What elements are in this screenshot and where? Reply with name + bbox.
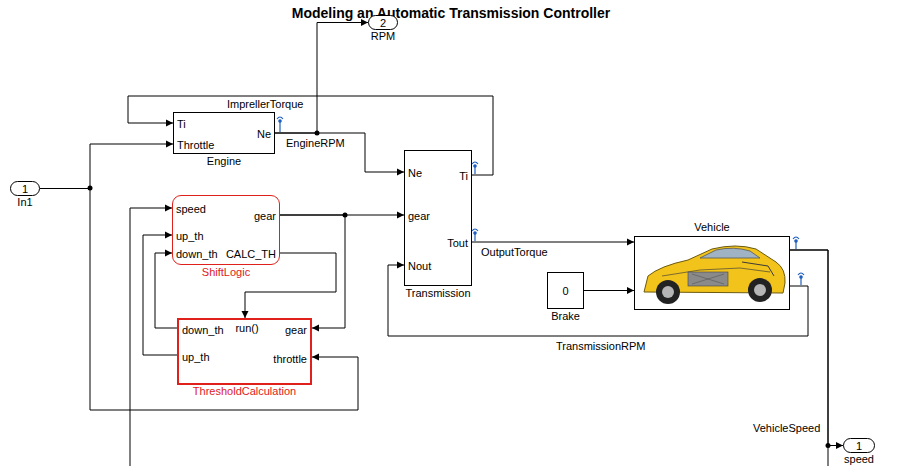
- signal-line: [280, 215, 345, 332]
- signal-label: OutputTorque: [480, 246, 549, 259]
- port-label: down_th: [176, 248, 218, 261]
- diagram-title: Modeling an Automatic Transmission Contr…: [0, 5, 902, 22]
- signal-line: [584, 287, 634, 294]
- port-number: 0: [562, 284, 568, 297]
- arrowhead: [166, 120, 173, 127]
- port-number: 1: [22, 182, 28, 195]
- car-illustration: [636, 238, 788, 308]
- arrowhead: [166, 141, 173, 148]
- arrowhead: [627, 287, 634, 294]
- port-label: Ti: [459, 170, 468, 183]
- arrowhead: [836, 442, 843, 449]
- line-segment: [280, 215, 345, 328]
- block-name: Vehicle: [694, 221, 729, 234]
- arrowhead: [165, 205, 172, 212]
- arrowhead: [312, 325, 319, 332]
- inport-block: 1In1: [10, 181, 40, 196]
- vehicle-block: Vehicle: [634, 236, 790, 310]
- stateflow-chart: speedgearup_thdown_thCALC_THShiftLogic: [172, 195, 280, 265]
- subsystem-block: TiNeThrottleEngine: [173, 112, 275, 154]
- signal-label: ImprellerTorque: [226, 98, 304, 111]
- block-name: ThresholdCalculation: [193, 385, 296, 398]
- block-name: In1: [17, 196, 32, 209]
- port-label: down_th: [182, 324, 224, 337]
- block-name: Brake: [551, 310, 580, 323]
- signal-line: [275, 133, 404, 176]
- port-label: CALC_TH: [226, 248, 276, 261]
- block-name: ShiftLogic: [202, 266, 250, 279]
- line-segment: [155, 253, 177, 328]
- arrowhead: [165, 232, 172, 239]
- signal-line: [40, 189, 358, 411]
- line-segment: [584, 290, 634, 291]
- port-label: gear: [285, 324, 307, 337]
- block-name: Transmission: [406, 287, 471, 300]
- block-name: speed: [844, 453, 874, 466]
- port-label: Ne: [408, 167, 422, 180]
- line-segment: [275, 23, 368, 134]
- line-segment: [40, 189, 358, 411]
- function-subsystem: down_thrun()gearup_ththrottleThresholdCa…: [177, 318, 312, 385]
- subsystem-block: NeTigearToutNoutTransmission: [404, 150, 472, 286]
- signal-line: [40, 141, 173, 189]
- port-label: Ti: [177, 118, 186, 131]
- signal-label: TransmissionRPM: [555, 340, 646, 353]
- block-name: Engine: [207, 155, 241, 168]
- arrowhead: [165, 250, 172, 257]
- port-label: speed: [176, 203, 206, 216]
- signal-line: [790, 250, 843, 449]
- port-label: throttle: [273, 353, 307, 366]
- arrowhead: [627, 239, 634, 246]
- line-segment: [275, 133, 404, 172]
- arrowhead: [397, 262, 404, 269]
- signal-label: VehicleSpeed: [752, 422, 821, 435]
- signal-line: [472, 239, 634, 246]
- signal-line: [275, 19, 368, 133]
- constant-block: 0Brake: [547, 272, 584, 309]
- port-number: 1: [856, 439, 862, 452]
- block-name: RPM: [371, 30, 395, 43]
- port-label: Nout: [408, 260, 431, 273]
- port-label: Ne: [257, 128, 271, 141]
- arrowhead: [312, 354, 319, 361]
- arrowhead: [242, 311, 249, 318]
- port-number: 2: [380, 16, 386, 29]
- outport-block: 2RPM: [368, 15, 398, 30]
- port-label: up_th: [182, 351, 210, 364]
- arrowhead: [397, 212, 404, 219]
- signal-probes: [277, 117, 804, 285]
- port-label: run(): [235, 322, 258, 335]
- line-segment: [790, 250, 843, 446]
- outport-block: 1speed: [843, 438, 875, 453]
- line-segment: [472, 242, 634, 243]
- port-label: Throttle: [177, 139, 214, 152]
- junction-dots: [88, 131, 831, 449]
- signal-label: EngineRPM: [285, 137, 346, 150]
- line-segment: [40, 144, 173, 189]
- port-label: gear: [254, 210, 276, 223]
- arrowhead: [397, 169, 404, 176]
- port-label: up_th: [176, 230, 204, 243]
- port-label: gear: [408, 210, 430, 223]
- port-label: Tout: [447, 237, 468, 250]
